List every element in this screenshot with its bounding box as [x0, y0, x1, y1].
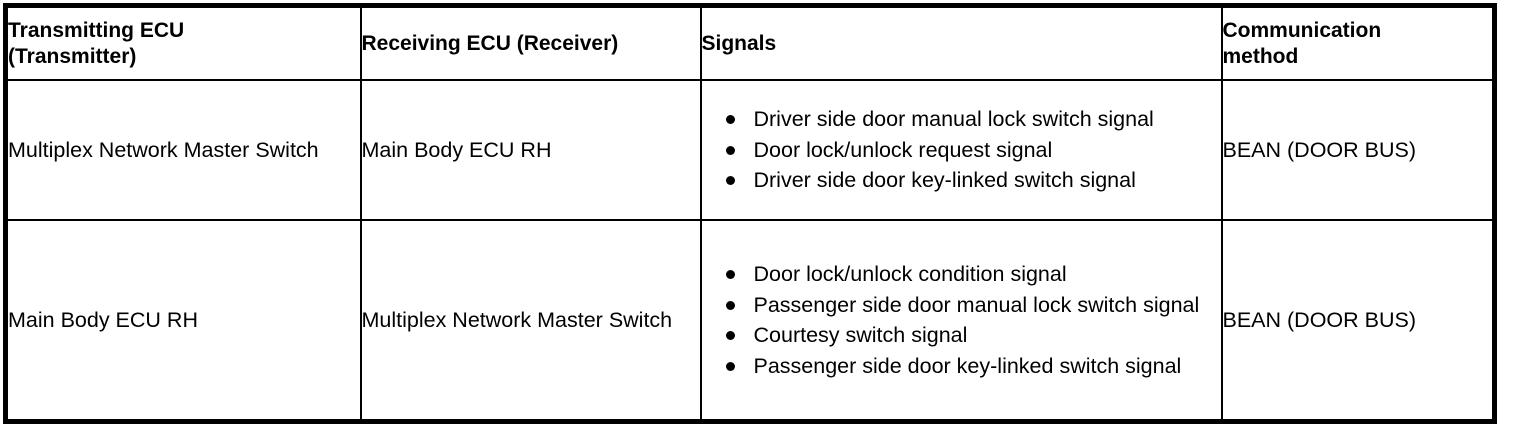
column-header-receiving-ecu: Receiving ECU (Receiver): [359, 4, 702, 81]
cell-communication-method: BEAN (DOOR BUS): [1220, 219, 1496, 423]
list-item: Driver side door key-linked switch signa…: [702, 165, 1221, 196]
signal-label: Door lock/unlock condition signal: [753, 262, 1067, 286]
signal-label: Passenger side door manual lock switch s…: [753, 292, 1200, 317]
table-row: Multiplex Network Master Switch Main Bod…: [4, 79, 1496, 221]
bullet-icon: [725, 115, 735, 125]
bullet-icon: [725, 300, 735, 310]
cell-communication-method: BEAN (DOOR BUS): [1220, 79, 1496, 221]
list-item: Door lock/unlock request signal: [702, 135, 1221, 166]
signal-list: Driver side door manual lock switch sign…: [702, 104, 1221, 196]
cell-signals: Door lock/unlock condition signal Passen…: [699, 219, 1223, 423]
cell-receiving-ecu: Multiplex Network Master Switch: [359, 219, 702, 423]
bullet-icon: [725, 145, 735, 155]
signal-label: Passenger side door key-linked switch si…: [753, 353, 1182, 378]
column-header-communication-method: Communication method: [1220, 4, 1496, 81]
table-row: Main Body ECU RH Multiplex Network Maste…: [4, 219, 1496, 423]
table-body: Multiplex Network Master Switch Main Bod…: [4, 79, 1496, 423]
signal-label: Door lock/unlock request signal: [753, 137, 1053, 162]
list-item: Driver side door manual lock switch sign…: [702, 104, 1221, 135]
list-item: Passenger side door manual lock switch s…: [702, 290, 1221, 321]
signal-label: Driver side door key-linked switch signa…: [753, 168, 1136, 193]
list-item: Door lock/unlock condition signal: [702, 259, 1221, 290]
cell-signals: Driver side door manual lock switch sign…: [699, 79, 1223, 221]
signal-list: Door lock/unlock condition signal Passen…: [702, 259, 1221, 381]
cell-transmitting-ecu: Main Body ECU RH: [4, 219, 362, 423]
list-item: Passenger side door key-linked switch si…: [702, 351, 1221, 382]
header-line-2: method: [1222, 44, 1299, 68]
table-header: Transmitting ECU (Transmitter) Receiving…: [4, 4, 1496, 81]
bullet-icon: [725, 270, 735, 279]
signal-label: Driver side door manual lock switch sign…: [753, 107, 1154, 132]
signal-label: Courtesy switch signal: [753, 323, 968, 347]
bullet-icon: [725, 331, 735, 340]
list-item: Courtesy switch signal: [702, 320, 1221, 351]
column-header-transmitting-ecu: Transmitting ECU (Transmitter): [4, 4, 362, 81]
bullet-icon: [725, 361, 735, 371]
header-line-1: Transmitting ECU: [8, 18, 185, 42]
header-line-2: (Transmitter): [8, 44, 137, 68]
header-row: Transmitting ECU (Transmitter) Receiving…: [4, 4, 1496, 81]
cell-transmitting-ecu: Multiplex Network Master Switch: [4, 79, 362, 221]
header-line-1: Communication: [1222, 18, 1382, 42]
ecu-communication-table: Transmitting ECU (Transmitter) Receiving…: [3, 3, 1497, 424]
bullet-icon: [725, 176, 735, 186]
column-header-signals: Signals: [699, 4, 1223, 81]
cell-receiving-ecu: Main Body ECU RH: [359, 79, 702, 221]
